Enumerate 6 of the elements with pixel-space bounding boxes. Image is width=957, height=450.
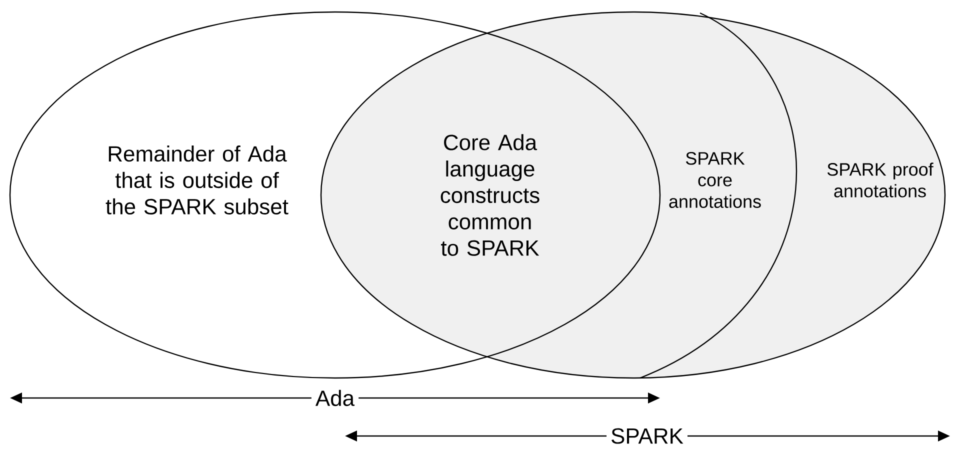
dimension-label: SPARK <box>606 424 688 448</box>
region-label: Remainder of Ada that is outside of the SPARK subset <box>106 146 288 214</box>
region-label: SPARK core annotations <box>669 152 761 208</box>
region-label: Core Ada language constructs common to SPARK <box>440 134 540 256</box>
dimension-label: Ada <box>311 386 359 410</box>
region-label: SPARK proof annotations <box>827 162 934 198</box>
